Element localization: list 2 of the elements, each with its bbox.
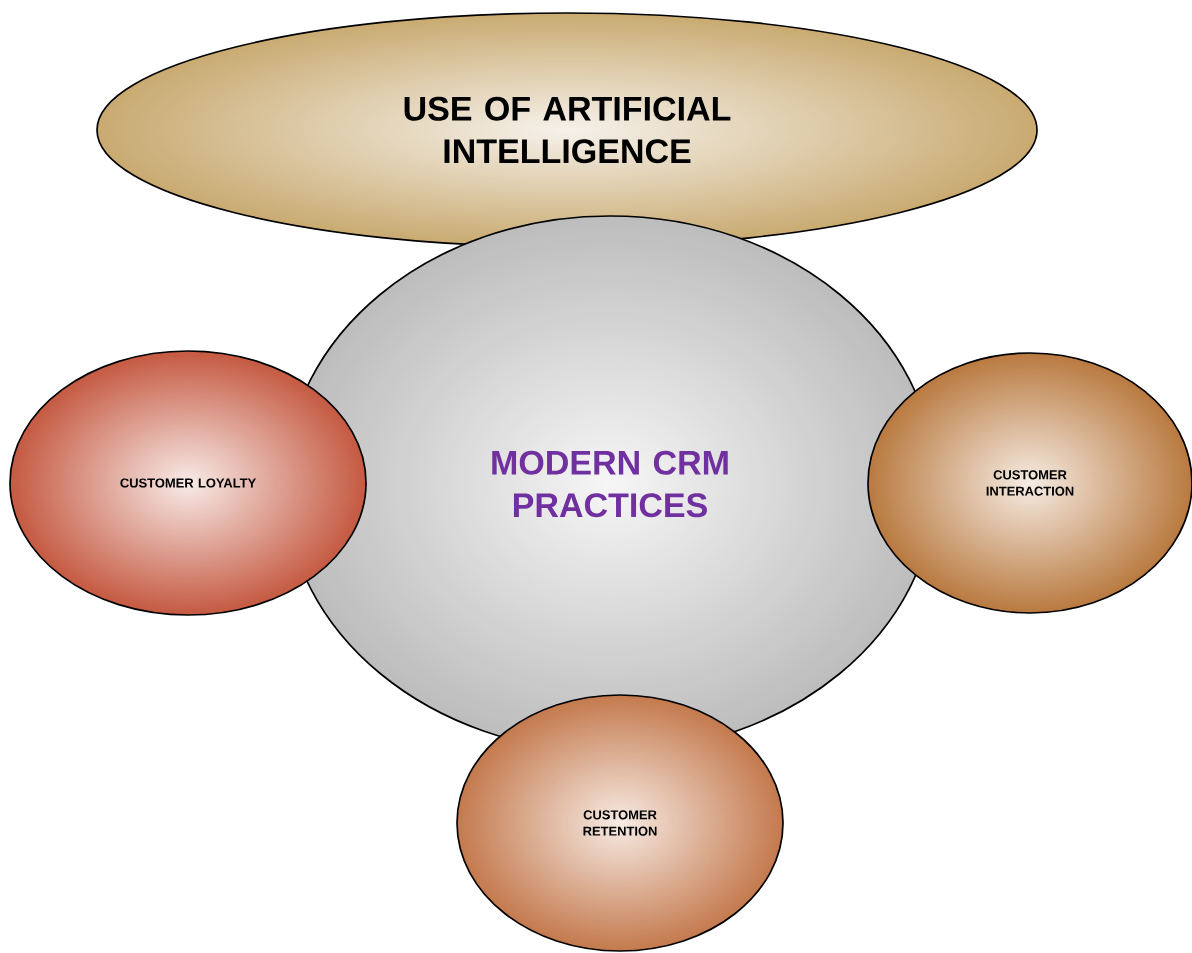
oval: CUSTOMER LOYALTY: [9, 350, 367, 616]
oval: CUSTOMER RETENTION: [456, 694, 784, 952]
